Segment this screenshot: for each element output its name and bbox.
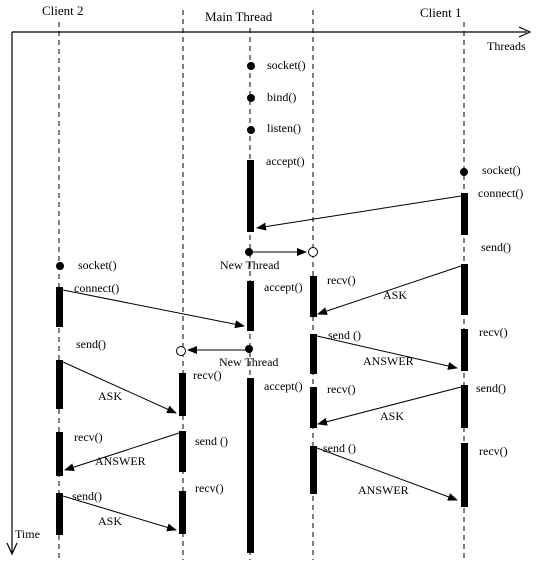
main-bind-label: bind() [267,90,296,104]
client1-send-1-label: send() [481,240,511,254]
thread2-recv-1-activation [179,373,186,416]
thread2-send-1-label: send () [195,434,228,448]
thread2-send-1-activation [179,431,186,472]
answer-1-label: ANSWER [363,354,414,368]
client2-socket-label: socket() [78,258,117,272]
main-listen-dot [247,126,255,134]
ask-3-arrow [62,361,177,414]
thread2-recv-2-label: recv() [195,481,224,495]
client2-send-1-label: send() [76,337,106,351]
answer-3-label: ANSWER [358,483,409,497]
answer-2-arrow [64,432,180,472]
client1-recv-2-activation [461,443,468,507]
thread1-recv-1-label: recv() [327,273,356,287]
client2-header: Client 2 [42,3,84,18]
client2-connect-activation [56,287,63,327]
ask-2-arrow [317,386,462,426]
client1-recv-1-label: recv() [479,325,508,339]
main-accept-activation [247,160,254,232]
thread2-recv-2-activation [179,491,186,534]
answer-3-arrow [316,447,458,501]
new-thread-2-dot [245,345,253,353]
client2-send-1-activation [56,360,63,409]
time-axis-arrowhead [6,542,18,556]
client2-send-2-label: send() [72,489,102,503]
ask-1-arrow [317,265,462,315]
client1-recv-1-activation [461,329,468,371]
client1-header: Client 1 [420,5,462,20]
ask-3-label: ASK [98,389,122,403]
thread2-recv-1-label: recv() [193,368,222,382]
client2-connect-arrow [62,289,245,329]
thread1-recv-1-activation [310,276,317,317]
client2-send-2-activation [56,493,63,535]
threads-axis-label: Threads [487,39,526,53]
threads-axis-arrowhead [518,26,532,38]
thread1-accept-2-label: accept() [264,379,303,393]
client1-send-1-activation [461,264,468,315]
client2-socket-dot [56,262,64,270]
ask-2-label: ASK [380,409,404,423]
new-thread-1-circle [308,247,318,257]
ask-4-label: ASK [98,514,122,528]
thread1-recv-2-label: recv() [327,382,356,396]
client1-connect-arrow [256,195,462,231]
ask-4-arrow [62,495,177,532]
client1-socket-label: socket() [482,163,521,177]
answer-2-label: ANSWER [95,454,146,468]
new-thread-2-circle [176,346,186,356]
thread1-send-1-activation [310,334,317,374]
answer-1-arrow [316,335,458,370]
thread1-recv-2-activation [310,387,317,428]
main-bind-dot [247,94,255,102]
main-thread-header: Main Thread [205,9,273,24]
client1-recv-2-label: recv() [479,444,508,458]
main-accept-2-activation [247,281,254,331]
client1-socket-dot [460,168,468,176]
ask-1-label: ASK [383,288,407,302]
main-accept-label: accept() [266,154,305,168]
new-thread-1-dot [245,248,253,256]
main-listen-label: listen() [267,121,301,135]
new-thread-2-label: New Thread [219,355,278,369]
client1-connect-label: connect() [478,186,523,200]
main-socket-label: socket() [267,58,306,72]
main-socket-dot [247,62,255,70]
main-thread-long-activation [247,378,254,553]
client2-recv-1-activation [56,432,63,476]
thread1-send-2-activation [310,446,317,494]
client1-send-2-activation [461,385,468,428]
time-axis-label: Time [15,527,40,541]
main-accept-2-label: accept() [264,280,303,294]
new-thread-1-label: New Thread [220,258,279,272]
client1-connect-activation [461,193,468,235]
thread1-send-2-label: send () [323,441,356,455]
thread1-send-1-label: send () [328,328,361,342]
client2-recv-1-label: recv() [74,430,103,444]
client1-send-2-label: send() [476,381,506,395]
client2-connect-label: connect() [74,281,119,295]
